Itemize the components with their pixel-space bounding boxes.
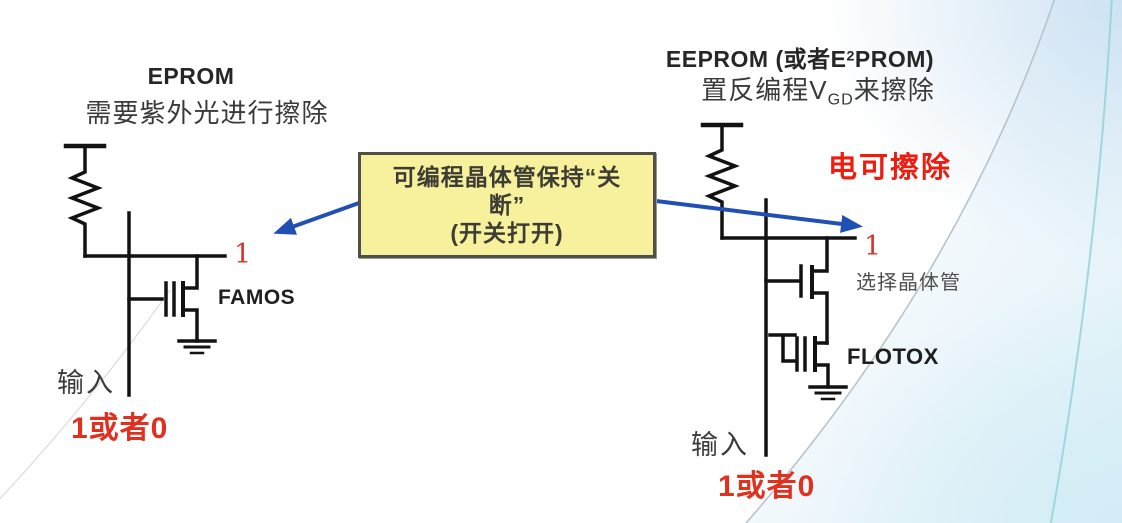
swoosh-line-teal [1049,0,1113,523]
select-source-lead [810,291,829,345]
famos-drain-lead [181,254,199,290]
eprom-circuit [63,143,227,397]
eeprom-title: EEPROM (或者E2PROM) [665,46,935,72]
eeprom-ground-icon [808,385,848,401]
programmed-transistor-note-box: 可编程晶体管保持“关 断” (开关打开) [358,152,656,258]
arrow-to-eprom [273,201,360,235]
eeprom-node-value: 1 [864,231,882,262]
eprom-input-label: 输入 [57,368,115,398]
eprom-subtitle: 需要紫外光进行擦除 [85,98,329,128]
eeprom-resistor-symbol [704,125,740,240]
note-line-2: 断” [488,192,526,218]
eeprom-title-superscript: 2 [846,48,855,65]
swoosh-tint-topright [822,0,1122,260]
select-transistor-symbol [764,236,829,345]
select-drain-lead [810,236,829,273]
eeprom-circuit [700,122,857,457]
flotox-gate-lead [768,333,797,363]
swoosh-line-gray [745,0,1056,523]
eeprom-input-value: 1或者0 [718,470,816,503]
eeprom-subtitle: 置反编程VGD来擦除 [701,75,935,109]
flotox-label: FLOTOX [847,344,939,369]
eprom-title: EPROM [147,63,235,89]
swoosh-tint-bottomright [800,280,1122,523]
note-line-1: 可编程晶体管保持“关 [392,164,622,190]
famos-transistor-symbol [127,254,199,343]
electrically-erasable-note: 电可擦除 [828,152,953,184]
flotox-source-lead [813,363,830,389]
note-line-3: (开关打开) [450,220,564,246]
eprom-ground-icon [177,339,217,355]
eeprom-input-label: 输入 [691,430,749,460]
arrow-to-eeprom [655,199,863,233]
eprom-input-value: 1或者0 [71,412,169,445]
swoosh-line-left [0,289,171,500]
famos-source-lead [181,308,199,343]
flotox-transistor-symbol [768,333,830,389]
eprom-node-value: 1 [234,239,252,270]
select-transistor-label: 选择晶体管 [856,272,961,294]
eeprom-subtitle-subscript: GD [827,90,854,109]
eprom-resistor-symbol [67,146,103,258]
famos-label: FAMOS [218,286,296,309]
